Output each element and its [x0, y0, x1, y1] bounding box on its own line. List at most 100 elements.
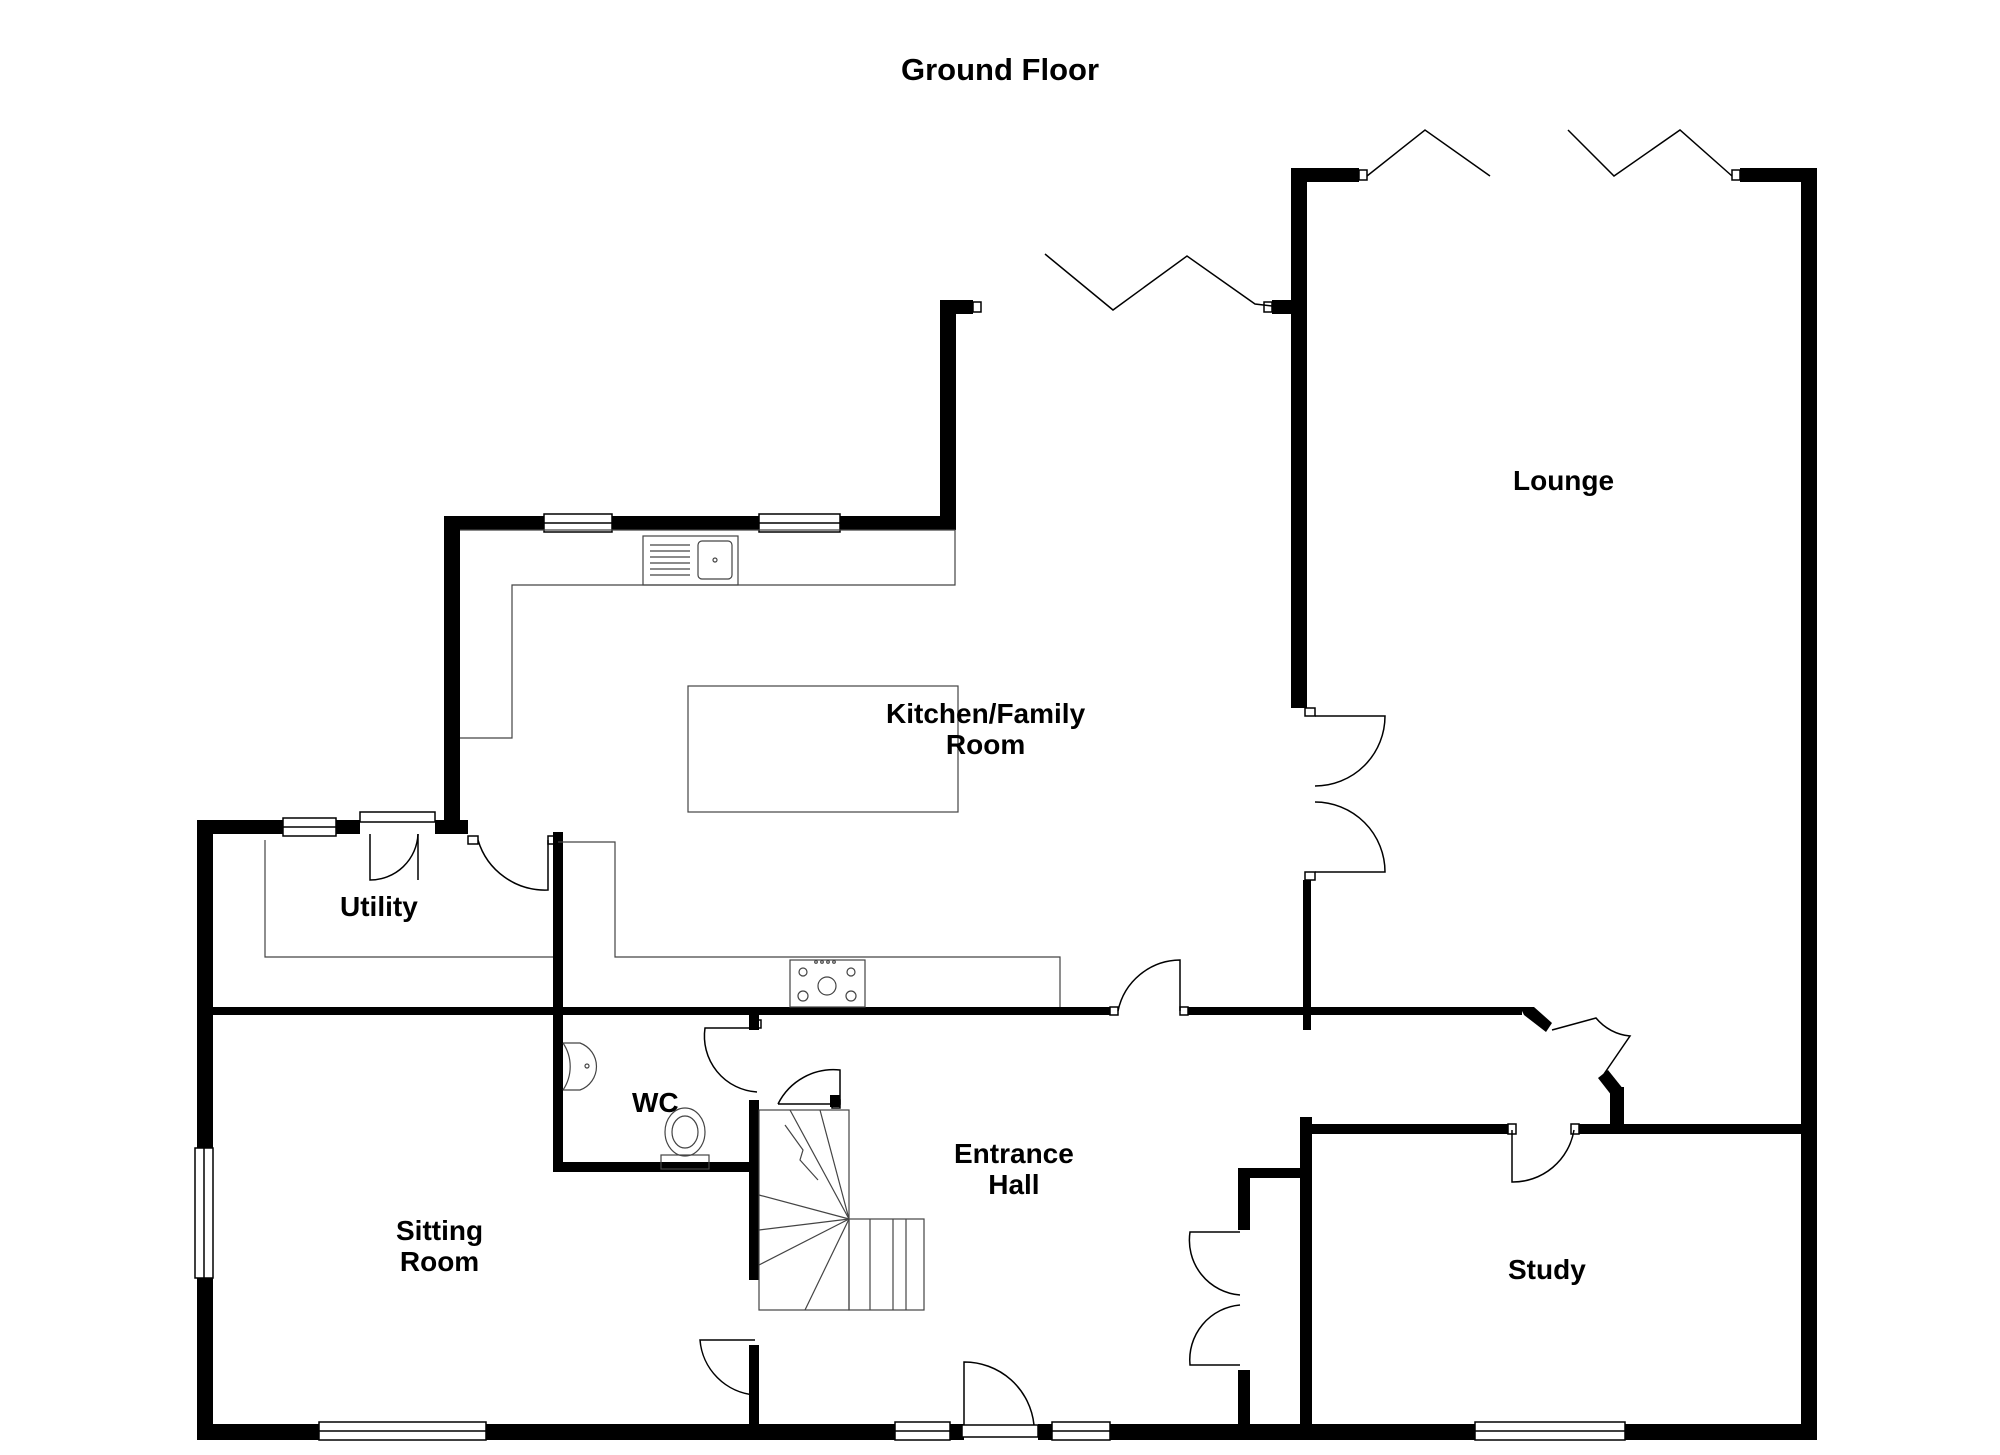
door-jamb — [1731, 169, 1741, 181]
door-cloak-lower — [1189, 1304, 1241, 1366]
swing-doors — [369, 707, 1632, 1438]
study-name: Study — [1508, 1254, 1586, 1285]
wall-kitchen-top-a — [444, 516, 544, 530]
wall-wc-bottom — [553, 1162, 753, 1172]
wall-utility-top-mid — [336, 820, 360, 834]
wall-kitchen-left — [444, 516, 460, 834]
wall-study-left — [1300, 1117, 1312, 1425]
door-jamb — [972, 301, 982, 313]
wall-study-diag-post — [1610, 1087, 1624, 1133]
window-sitting-side — [194, 1147, 214, 1279]
window-kitchen-1 — [543, 513, 613, 533]
wall-wc-left — [553, 832, 563, 1172]
fixtures — [264, 529, 1061, 1311]
wall-study-diag — [1598, 1070, 1624, 1096]
window-hall-right — [1051, 1421, 1111, 1441]
room-label-entrance-hall: Entrance Hall — [954, 1138, 1074, 1200]
wall-mid-left — [210, 1007, 1110, 1015]
wall-cloak-top — [1238, 1168, 1306, 1178]
door-kitchen-hall — [1117, 959, 1181, 1012]
wall-utility-top-left — [197, 820, 283, 834]
door-cloak-upper — [1188, 1231, 1241, 1296]
window-kitchen-2 — [758, 513, 841, 533]
bifold-lounge-left — [1366, 129, 1491, 177]
wall-cloak-left-lower — [1238, 1370, 1250, 1428]
floor-title: Ground Floor — [900, 52, 1100, 87]
wall-kitchen-step — [940, 300, 956, 530]
wall-bottom-c — [950, 1424, 964, 1440]
window-utility-2 — [359, 811, 436, 823]
wc-name: WC — [632, 1087, 679, 1118]
utility-worktop — [264, 840, 553, 958]
kitchen-island — [687, 685, 959, 813]
entrance-name-line-1: Entrance — [954, 1138, 1074, 1169]
sitting-name-line-1: Sitting — [396, 1215, 484, 1246]
staircase — [758, 1109, 925, 1311]
window-sitting-front — [318, 1421, 487, 1441]
wc-basin — [562, 1042, 597, 1091]
bifold-lounge-right — [1567, 129, 1733, 177]
wall-mid-right — [1188, 1007, 1522, 1015]
utility-name: Utility — [340, 891, 418, 922]
room-label-utility: Utility — [340, 891, 418, 922]
wall-lounge-left-lower — [1303, 880, 1311, 1030]
door-study — [1511, 1129, 1575, 1183]
wall-kitchen-step-top — [940, 300, 973, 314]
window-hall-left — [894, 1421, 951, 1441]
wall-bottom-e — [1110, 1424, 1475, 1440]
kitchen-sink-bowl — [697, 540, 733, 580]
entrance-name-line-2: Hall — [988, 1169, 1040, 1200]
bifold-doors — [972, 129, 1741, 313]
worktop-bottom — [558, 841, 1061, 1007]
kitchen-sink-unit — [642, 535, 739, 586]
wall-lounge-top-left — [1291, 168, 1359, 182]
wall-left-outer — [197, 820, 213, 1440]
room-label-sitting-room: Sitting Room — [396, 1215, 483, 1277]
wall-hall-divider — [749, 1345, 759, 1425]
wall-kitchen-top-b — [612, 516, 759, 530]
hob-rings — [797, 960, 857, 1002]
wall-study-top-a — [1300, 1124, 1508, 1134]
door-understairs — [777, 1068, 841, 1105]
wall-lounge-left-upper — [1291, 168, 1307, 708]
wall-cupboard — [830, 1095, 840, 1107]
kitchen-name-line-1: Kitchen/Family — [886, 698, 1086, 729]
wall-stair-left — [749, 1100, 759, 1280]
worktop-top — [460, 529, 956, 739]
door-jamb — [1358, 169, 1368, 181]
bifold-kitchen — [1044, 253, 1273, 311]
wall-cloak-left-upper — [1238, 1168, 1250, 1230]
door-front — [963, 1361, 1035, 1426]
door-sitting — [699, 1339, 756, 1396]
hob — [789, 959, 866, 1008]
door-utility — [477, 839, 549, 891]
window-study — [1474, 1421, 1626, 1441]
lounge-name: Lounge — [1513, 465, 1615, 496]
wall-lounge-top-right — [1740, 168, 1817, 182]
windows — [194, 513, 1626, 1441]
wall-study-top-b — [1579, 1124, 1809, 1134]
kitchen-name-line-2: Room — [945, 729, 1026, 760]
room-label-wc: WC — [632, 1087, 679, 1118]
wall-bottom-a — [197, 1424, 319, 1440]
sitting-name-line-2: Room — [399, 1246, 480, 1277]
room-label-kitchen: Kitchen/Family Room — [886, 698, 1085, 760]
wall-bottom-f — [1625, 1424, 1817, 1440]
door-wc — [703, 1027, 758, 1093]
room-label-study: Study — [1508, 1254, 1586, 1285]
wall-bottom-d — [1038, 1424, 1052, 1440]
door-jamb — [1263, 301, 1273, 313]
door-utility-back — [369, 833, 419, 881]
walls — [197, 168, 1817, 1440]
door-lounge-diag — [1551, 1017, 1632, 1075]
window-utility — [282, 817, 337, 837]
door-lounge-lower — [1314, 801, 1386, 873]
wall-kitchen-top-c — [840, 516, 956, 530]
wall-right-outer — [1801, 168, 1817, 1440]
room-label-lounge: Lounge — [1513, 465, 1614, 496]
wall-hall-top-stub — [749, 1012, 759, 1030]
door-lounge-upper — [1314, 715, 1386, 787]
wc-toilet — [660, 1107, 710, 1170]
wall-bottom-b — [486, 1424, 895, 1440]
